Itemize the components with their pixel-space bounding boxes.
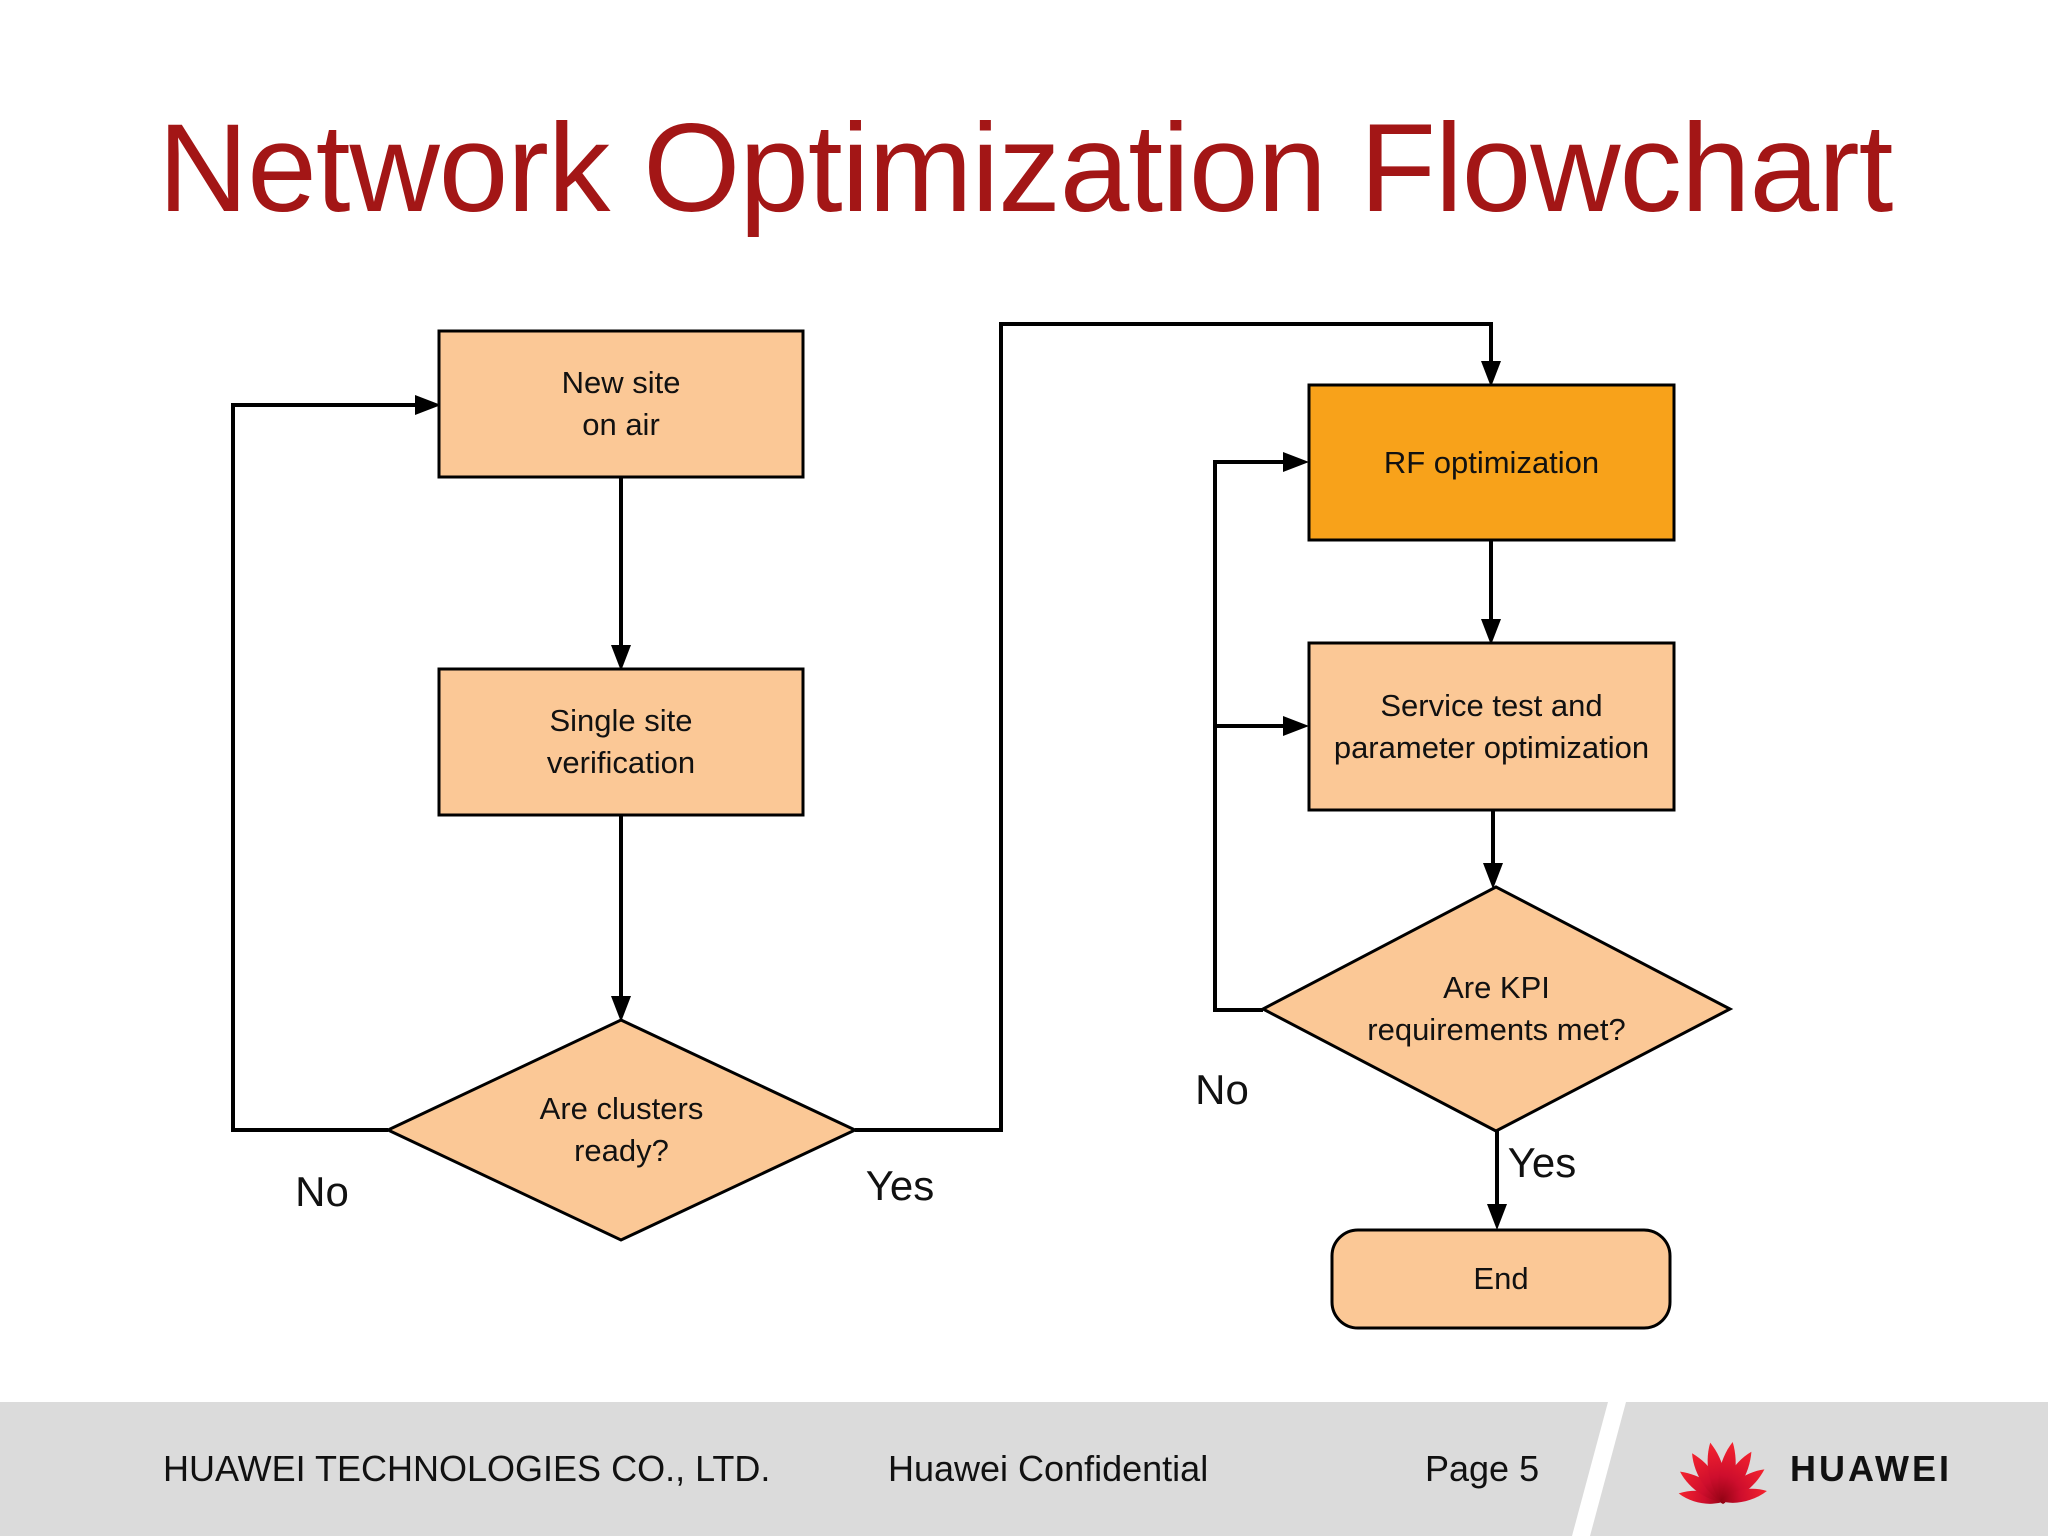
arrowhead-into-singlesite: [611, 645, 631, 671]
shape-clusters-decision: [384, 1018, 859, 1242]
footer: HUAWEI TECHNOLOGIES CO., LTD. Huawei Con…: [0, 1402, 2048, 1536]
shape-single-site: [437, 667, 805, 817]
shape-service-test: [1307, 641, 1676, 812]
connector-clusters-no-loop: [231, 403, 415, 1132]
footer-page-number: Page 5: [1425, 1448, 1540, 1489]
shape-rf-optimization: [1307, 383, 1676, 542]
huawei-logo-wordmark: HUAWEI: [1790, 1448, 1952, 1489]
footer-company-name: HUAWEI TECHNOLOGIES CO., LTD.: [163, 1448, 771, 1489]
node-are-kpi-requirements-met: Are KPI requirements met?: [1367, 970, 1626, 1047]
edge-label-clusters-yes: Yes: [865, 1162, 935, 1209]
node-end: End: [1473, 1261, 1529, 1297]
shape-kpi-decision: [1259, 885, 1734, 1133]
arrowhead-into-kpi: [1483, 863, 1503, 889]
page-title: Network Optimization Flowchart: [158, 99, 1893, 238]
node-new-site: New site on air: [561, 365, 681, 442]
node-rf-optimization: RF optimization: [1383, 444, 1600, 480]
edge-label-kpi-no: No: [1195, 1066, 1249, 1113]
edge-label-kpi-yes: Yes: [1507, 1139, 1577, 1186]
arrowhead-into-servicetest-left: [1283, 716, 1309, 736]
node-single-site-verification: Single site verification: [546, 703, 696, 780]
arrowhead-into-newsite: [415, 395, 441, 415]
edge-label-clusters-no: No: [295, 1168, 349, 1215]
connector-clusters-yes-to-rf: [855, 322, 1493, 1132]
footer-confidential-label: Huawei Confidential: [888, 1448, 1209, 1489]
arrowhead-into-rf-top: [1481, 361, 1501, 387]
arrowhead-into-rf-left: [1283, 452, 1309, 472]
node-service-test: Service test and parameter optimization: [1333, 687, 1650, 765]
huawei-logo-icon: [1678, 1441, 1767, 1505]
arrowhead-into-end: [1487, 1204, 1507, 1230]
node-are-clusters-ready: Are clusters ready?: [539, 1091, 704, 1168]
shape-new-site: [437, 329, 805, 479]
shape-end: [1330, 1228, 1672, 1330]
connector-kpi-no-loop: [1213, 460, 1283, 1012]
footer-band-right: [1590, 1402, 2048, 1536]
footer-band-left: [0, 1402, 1608, 1536]
arrowhead-into-clusters: [611, 996, 631, 1022]
arrowhead-into-servicetest-top: [1481, 619, 1501, 645]
